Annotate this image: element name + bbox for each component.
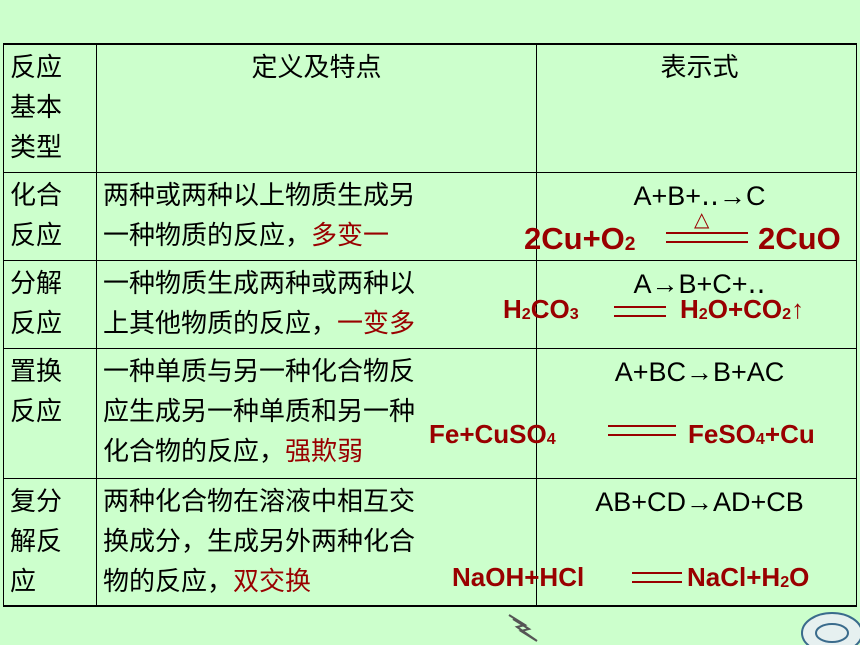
definition-line: 应生成另一种单质和另一种 bbox=[103, 396, 416, 427]
keyword: 多变一 bbox=[311, 220, 390, 251]
type-line: 置换 bbox=[10, 356, 63, 387]
table-row: 化合 反应 两种或两种以上物质生成另 一种物质的反应，多变一 A+B+‥→C bbox=[3, 171, 857, 261]
keyword: 一变多 bbox=[337, 308, 416, 339]
generic-formula: A→B+C+‥ bbox=[633, 268, 766, 299]
type-line: 反应 bbox=[10, 396, 63, 427]
type-cell: 置换 反应 bbox=[3, 347, 97, 479]
header-expression-cell: 表示式 bbox=[536, 43, 857, 173]
generic-formula: A+B+‥→C bbox=[633, 180, 766, 211]
header-type-line: 基本 bbox=[10, 93, 63, 123]
expression-cell: A+BC→B+AC bbox=[536, 347, 857, 479]
definition-line: 两种或两种以上物质生成另 bbox=[103, 180, 416, 211]
keyword: 强欺弱 bbox=[285, 436, 364, 467]
example-equation-left: Fe+CuSO4 bbox=[429, 419, 556, 449]
definition-line: 一种物质生成两种或两种以 bbox=[103, 268, 416, 299]
definition-cell: 两种或两种以上物质生成另 一种物质的反应，多变一 bbox=[96, 171, 537, 261]
type-line: 反应 bbox=[10, 308, 63, 339]
type-cell: 复分 解反 应 bbox=[3, 477, 97, 607]
definition-line: 化合物的反应， bbox=[103, 436, 286, 467]
example-equation-right: NaCl+H2O bbox=[687, 562, 810, 592]
type-cell: 分解 反应 bbox=[3, 259, 97, 349]
keyword: 双交换 bbox=[233, 566, 312, 597]
type-line: 解反 bbox=[10, 526, 63, 557]
definition-line: 一种单质与另一种化合物反 bbox=[103, 356, 416, 387]
equals-sign bbox=[632, 572, 682, 583]
definition-cell: 两种化合物在溶液中相互交 换成分，生成另外两种化合 物的反应，双交换 bbox=[96, 477, 537, 607]
example-equation-right: FeSO4+Cu bbox=[688, 419, 815, 449]
table-row: 置换 反应 一种单质与另一种化合物反 应生成另一种单质和另一种 化合物的反应，强… bbox=[3, 347, 857, 479]
type-line: 化合 bbox=[10, 180, 63, 211]
equals-sign bbox=[608, 425, 676, 436]
header-type-line: 反应 bbox=[10, 53, 63, 83]
header-definition-cell: 定义及特点 bbox=[96, 43, 537, 173]
table-row: 分解 反应 一种物质生成两种或两种以 上其他物质的反应，一变多 A→B+C+‥ bbox=[3, 259, 857, 349]
header-type-cell: 反应 基本 类型 bbox=[3, 43, 97, 173]
generic-formula: A+BC→B+AC bbox=[614, 356, 785, 387]
example-equation-right: 2CuO bbox=[758, 221, 841, 256]
definition-line: 两种化合物在溶液中相互交 bbox=[103, 486, 416, 517]
definition-line: 上其他物质的反应， bbox=[103, 308, 338, 339]
type-line: 复分 bbox=[10, 486, 63, 517]
equals-sign bbox=[614, 306, 666, 317]
type-line: 应 bbox=[10, 566, 37, 597]
reaction-types-table: 反应 基本 类型 定义及特点 表示式 化合 反应 两种或两种以上物质生成另 一种… bbox=[3, 43, 857, 607]
definition-line: 换成分，生成另外两种化合 bbox=[103, 526, 416, 557]
example-equation-right: H2O+CO2↑ bbox=[680, 294, 805, 324]
return-oval-icon[interactable] bbox=[800, 609, 860, 645]
header-type-line: 类型 bbox=[10, 133, 63, 163]
expression-cell: A+B+‥→C bbox=[536, 171, 857, 261]
type-line: 分解 bbox=[10, 268, 63, 299]
expression-cell: A→B+C+‥ bbox=[536, 259, 857, 349]
example-equation-left: 2Cu+O2 bbox=[524, 221, 636, 256]
lightning-icon[interactable] bbox=[503, 613, 543, 643]
type-line: 反应 bbox=[10, 220, 63, 251]
definition-line: 物的反应， bbox=[103, 566, 234, 597]
header-definition: 定义及特点 bbox=[251, 53, 382, 83]
table-header-row: 反应 基本 类型 定义及特点 表示式 bbox=[3, 43, 857, 173]
table-row: 复分 解反 应 两种化合物在溶液中相互交 换成分，生成另外两种化合 物的反应，双… bbox=[3, 477, 857, 607]
definition-line: 一种物质的反应， bbox=[103, 220, 312, 251]
definition-cell: 一种物质生成两种或两种以 上其他物质的反应，一变多 bbox=[96, 259, 537, 349]
heating-condition: △ bbox=[694, 207, 710, 231]
example-equation-left: NaOH+HCl bbox=[452, 562, 585, 592]
equals-sign bbox=[666, 232, 748, 243]
definition-cell: 一种单质与另一种化合物反 应生成另一种单质和另一种 化合物的反应，强欺弱 bbox=[96, 347, 537, 479]
example-equation-left: H2CO3 bbox=[503, 294, 579, 324]
type-cell: 化合 反应 bbox=[3, 171, 97, 261]
header-expression: 表示式 bbox=[660, 53, 739, 83]
generic-formula: AB+CD→AD+CB bbox=[595, 486, 804, 517]
expression-cell: AB+CD→AD+CB bbox=[536, 477, 857, 607]
